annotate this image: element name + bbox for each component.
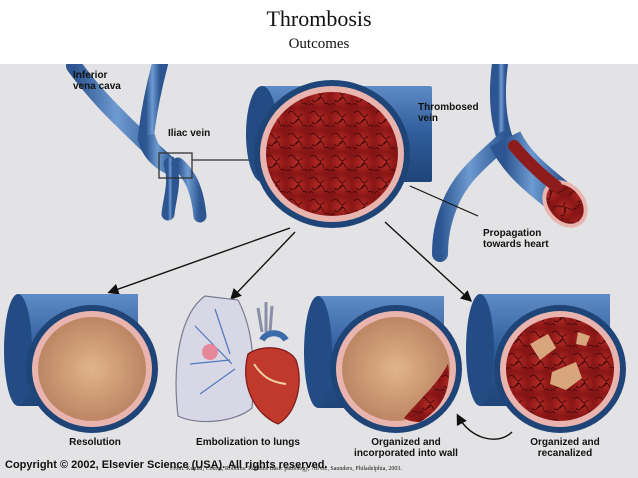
iliac-focus-box (158, 152, 193, 179)
recanalized-vessel (466, 294, 626, 433)
caption-recanalized: Organized and recanalized (530, 437, 600, 459)
source-citation: From: Kumar, Cotran, Robbins: Robbins Ba… (170, 466, 402, 472)
caption-embolization: Embolization to lungs (196, 437, 300, 448)
caption-resolution: Resolution (69, 437, 121, 448)
slide-header: Thrombosis Outcomes (0, 0, 638, 64)
copyright-notice: Copyright © 2002, Elsevier Science (USA)… (5, 459, 328, 471)
label-inferior-vena-cava: Inferior vena cava (73, 70, 121, 92)
lung-heart-diagram (175, 295, 300, 425)
outcome-arrows (107, 185, 513, 440)
organized-wall-vessel (304, 296, 462, 433)
thrombosis-illustration (4, 64, 626, 440)
label-thrombosed-vein: Thrombosed vein (418, 102, 479, 124)
slide-subtitle: Outcomes (288, 36, 350, 52)
propagation-vein-diagram (432, 64, 588, 262)
vena-cava-diagram (66, 64, 252, 223)
thrombosed-vein-section (246, 80, 432, 228)
resolution-vessel (4, 294, 158, 433)
label-propagation: Propagation towards heart (483, 228, 549, 250)
caption-organized-wall: Organized and incorporated into wall (354, 437, 458, 459)
label-iliac-vein: Iliac vein (168, 128, 211, 139)
slide-title: Thrombosis (266, 6, 372, 31)
